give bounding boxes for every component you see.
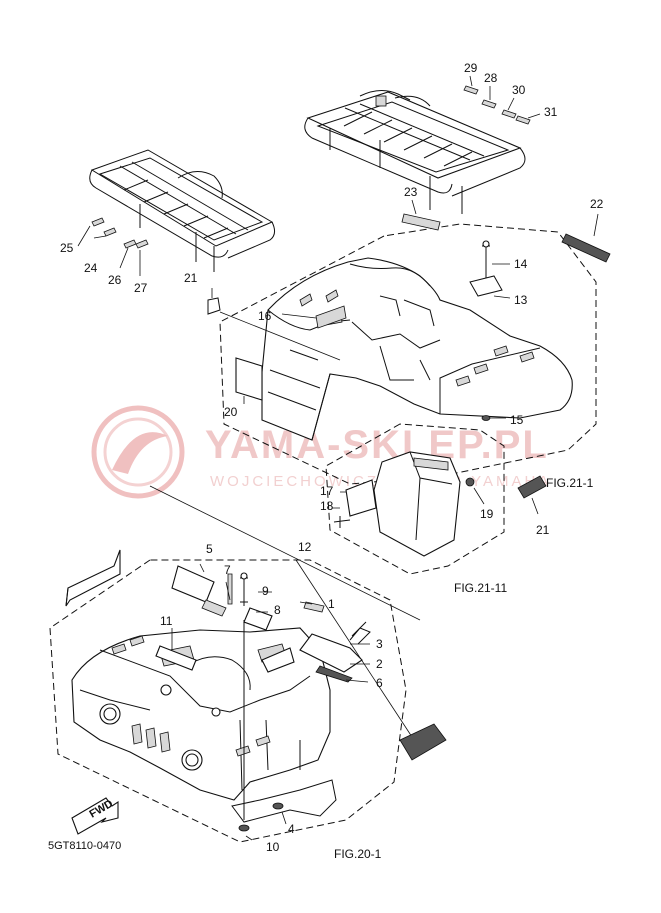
label-8: 8 [274,603,281,617]
front-fender [71,627,337,823]
label-11: 11 [160,614,173,628]
side-decal-left [65,549,121,607]
label-7: 7 [224,563,231,577]
label-14: 14 [514,257,528,271]
rack-small-parts [77,217,149,276]
leader-line-12 [295,559,415,741]
front-rack-strips [463,75,541,125]
fig-21-1-label: FIG.21-1 [546,476,594,490]
rear-fender [261,257,573,441]
part-number-labels: 12 5 7 9 8 1 11 3 2 6 4 10 29 28 30 31 2… [60,61,604,854]
label-25: 25 [60,241,74,255]
label-15: 15 [510,413,524,427]
label-21-right: 21 [536,523,550,537]
fig-20-1-frame [49,559,407,843]
rear-fender-small-parts [207,240,511,421]
label-6: 6 [376,676,383,690]
label-30: 30 [512,83,526,97]
label-2: 2 [376,657,383,671]
watermark-brand: YAMA-SKLEP.PL [205,423,549,467]
fig-21-11-frame [325,423,505,575]
label-28: 28 [484,71,498,85]
label-19: 19 [480,507,494,521]
label-20: 20 [224,405,238,419]
rear-fender-decals [401,199,611,263]
label-1: 1 [328,597,335,611]
front-carrier-rack [304,90,526,214]
label-5: 5 [206,542,213,556]
leader-line-21 [149,485,421,621]
label-26: 26 [108,273,122,287]
label-22: 22 [590,197,604,211]
label-12: 12 [298,540,312,554]
fig-21-11-label: FIG.21-11 [454,581,507,595]
label-17: 17 [320,484,334,498]
mud-flap [332,451,547,557]
label-16: 16 [258,309,272,323]
label-10: 10 [266,840,280,854]
rear-carrier-rack [89,149,276,272]
label-31: 31 [544,105,558,119]
front-fender-small-parts [155,563,447,841]
label-4: 4 [288,822,295,836]
label-23: 23 [404,185,418,199]
label-18: 18 [320,499,334,513]
label-9: 9 [262,584,269,598]
label-13: 13 [514,293,528,307]
label-27: 27 [134,281,148,295]
label-24: 24 [84,261,98,275]
label-29: 29 [464,61,478,75]
diagram-code: 5GT8110-0470 [48,840,121,852]
label-3: 3 [376,637,383,651]
fig-20-1-label: FIG.20-1 [334,847,382,861]
watermark: YAMA-SKLEP.PL WOJCIECHOWICZ DEALER YAMAH… [91,405,549,499]
label-21-top: 21 [184,271,198,285]
fwd-arrow-icon: FWD [71,797,119,835]
fig-21-1-frame [219,223,597,485]
figure-references: FIG.21-1 FIG.21-11 FIG.20-1 [334,476,594,861]
